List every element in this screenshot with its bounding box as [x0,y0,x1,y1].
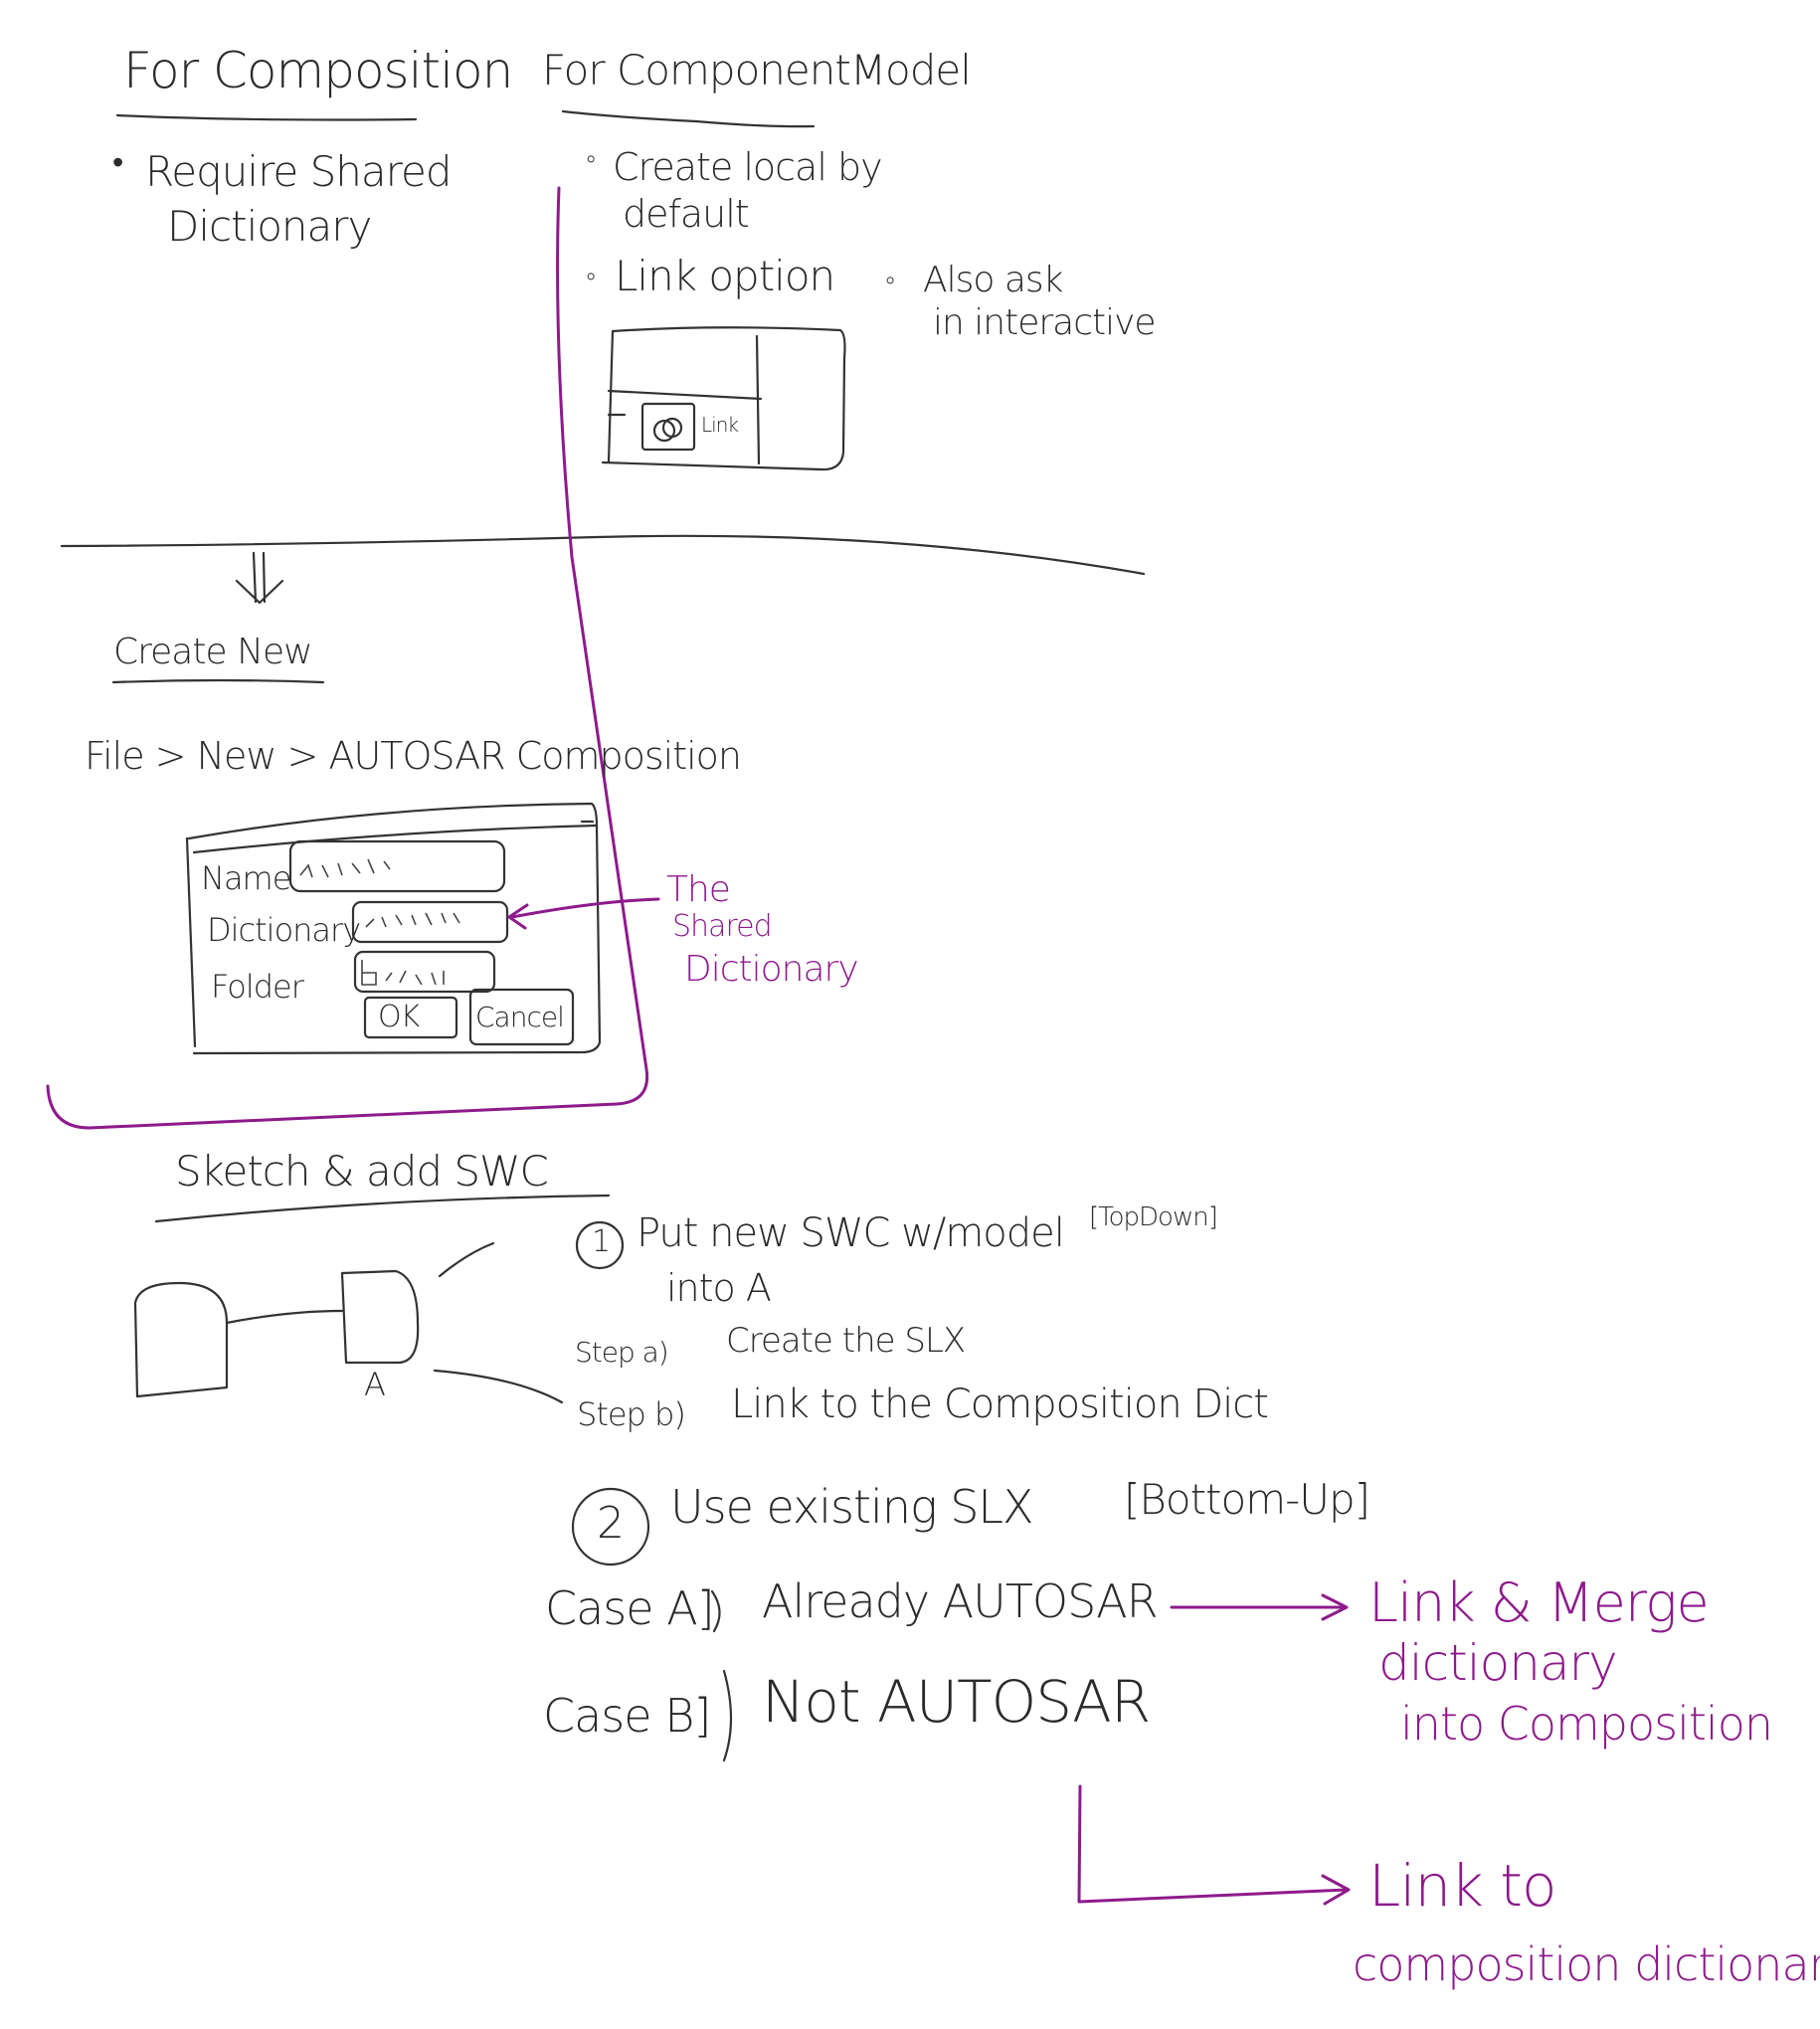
bullet-icon: • [112,143,123,181]
bullet-text: Create local by [613,145,883,189]
step-a-text: Create the SLX [726,1321,966,1361]
bullet-text: default [623,192,750,236]
connection-line [225,1309,344,1325]
bullet-icon: ∘ [583,144,599,174]
component-model-heading: For ComponentModel [542,46,972,94]
bracket [722,1669,733,1762]
new-composition-dialog-sketch [185,802,602,1055]
option1-text: Put new SWC w/model [637,1210,1065,1256]
menu-path: File > New > AUTOSAR Composition [85,734,742,778]
heading-underline [115,113,418,121]
sketch-link-label: Link [701,413,739,437]
case-a-text: Already AUTOSAR [762,1574,1159,1628]
link-option-sketch [601,326,846,471]
option-number: 1 [592,1224,611,1259]
number-circle [575,1220,625,1270]
sketch-heading: Sketch & add SWC [175,1147,549,1196]
case-a-result: dictionary [1378,1634,1618,1692]
composition-heading: For Composition [123,42,513,99]
heading-underline [561,109,816,128]
case-a-result: into Composition [1400,1697,1773,1751]
side-note: in interactive [933,302,1157,343]
case-b-result: Link to [1368,1852,1556,1920]
cancel-button [468,988,575,1046]
case-a-result: Link & Merge [1368,1571,1710,1634]
side-note: Also ask [923,260,1064,300]
dictionary-field [351,900,509,944]
annotation-arrow [507,897,660,930]
option-number: 2 [597,1498,625,1549]
bullet-text: Require Shared [145,147,452,196]
bullet-icon: ∘ [882,266,898,295]
step-a-label: Step a) [575,1336,669,1369]
bullet-text: Dictionary [167,202,372,251]
ok-label: OK [378,1000,420,1034]
down-arrow-icon [235,551,284,605]
case-b-text: Not AUTOSAR [762,1668,1151,1736]
connection-line [438,1241,495,1278]
case-a-arrow [1170,1593,1349,1621]
dictionary-label: Dictionary [207,911,361,949]
swc-block [133,1281,229,1398]
heading-underline [111,678,325,684]
annotation-text: The [666,869,731,910]
bullet-text: Link option [615,252,835,300]
composition-enclosure [46,186,649,1130]
folder-field [353,950,496,994]
create-new-heading: Create New [113,632,313,672]
section-divider [60,534,1146,576]
swc-block-a [340,1269,420,1365]
annotation-text: Dictionary [684,949,859,990]
bullet-icon: ∘ [583,262,599,291]
connection-line [433,1369,564,1404]
step-b-text: Link to the Composition Dict [731,1382,1269,1427]
swc-block-diagram [133,1220,650,1567]
option1-tag: [TopDown] [1089,1202,1218,1232]
option1-text2: into A [666,1266,772,1310]
case-b-label: Case B] [543,1689,711,1743]
step-b-label: Step b) [577,1395,686,1433]
bracket [710,1589,721,1633]
name-field [288,839,506,893]
annotation-text: Shared [672,909,773,944]
option2-tag: [Bottom-Up] [1124,1475,1370,1524]
name-label: Name [201,859,291,897]
case-a-label: Case A] [545,1581,715,1635]
cancel-label: Cancel [475,1001,565,1033]
block-label: A [364,1366,386,1403]
ok-button [363,996,458,1039]
heading-underline [154,1194,611,1223]
folder-label: Folder [211,968,304,1006]
option2-text: Use existing SLX [670,1480,1034,1534]
case-b-arrow [1077,1784,1351,1906]
number-circle [571,1487,650,1567]
case-b-result: composition dictionary [1353,1937,1820,1991]
